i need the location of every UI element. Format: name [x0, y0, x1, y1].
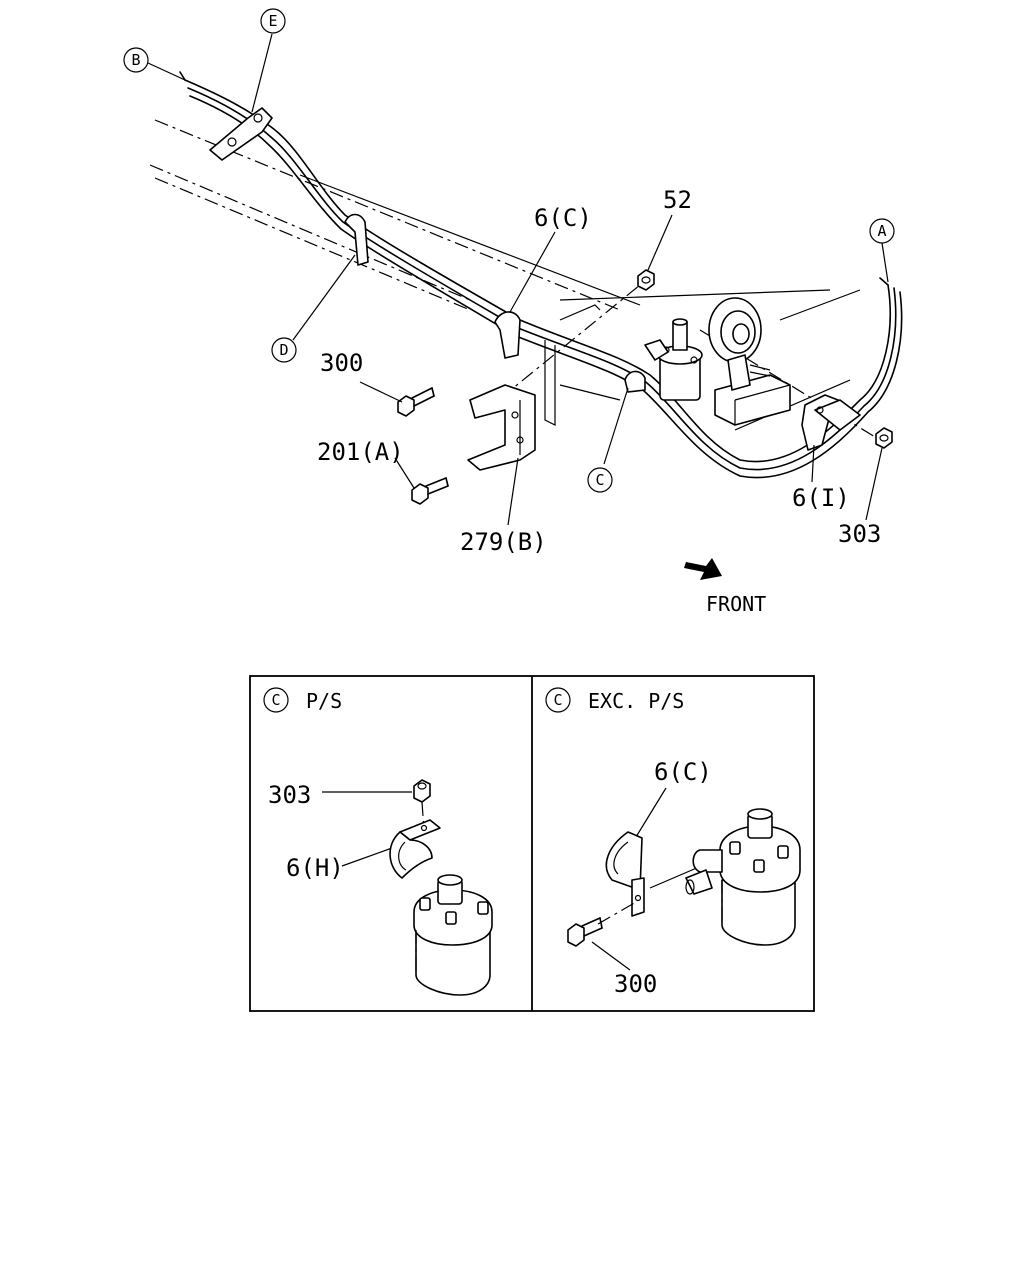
- label-part-201a: 201(A): [317, 438, 404, 466]
- leader-lines: [147, 33, 889, 526]
- clip-e: [209, 107, 273, 161]
- solenoid-valve: [644, 318, 703, 401]
- clip-c-main: [624, 370, 646, 393]
- svg-text:B: B: [131, 51, 140, 69]
- detail-left-nut: [413, 779, 431, 803]
- detail-right: C EXC. P/S 6(C) 300: [545, 687, 801, 998]
- detail-right-label-6c: 6(C): [654, 758, 712, 786]
- callout-d: D: [271, 337, 297, 363]
- callout-b: B: [123, 47, 149, 73]
- detail-left-clip-6h: [389, 819, 441, 879]
- detail-left-label-6h: 6(H): [286, 854, 344, 882]
- nut-303: [875, 427, 893, 449]
- label-part-6i: 6(I): [792, 484, 850, 512]
- arrow-right-down-icon: [684, 558, 722, 580]
- clip-d: [344, 213, 369, 266]
- detail-right-bolt: [567, 917, 603, 947]
- svg-text:C: C: [595, 471, 604, 489]
- svg-text:C: C: [271, 691, 280, 709]
- detail-left-label-303: 303: [268, 781, 311, 809]
- bolt-201a: [411, 477, 449, 505]
- svg-text:D: D: [279, 341, 288, 359]
- horn: [708, 297, 771, 391]
- front-label: FRONT: [706, 592, 766, 616]
- detail-box: [249, 675, 815, 1012]
- label-part-52: 52: [663, 186, 692, 214]
- svg-text:E: E: [268, 12, 277, 30]
- detail-left-callout: C: [263, 687, 289, 713]
- label-part-303: 303: [838, 520, 881, 548]
- detail-right-label-300: 300: [614, 970, 657, 998]
- air-tank-block: [714, 374, 791, 426]
- svg-text:A: A: [877, 222, 886, 240]
- bracket-plate: [544, 304, 601, 426]
- callout-c: C: [587, 467, 613, 493]
- label-part-6c: 6(C): [534, 204, 592, 232]
- detail-right-title: EXC. P/S: [588, 689, 684, 713]
- bolt-300: [397, 387, 435, 417]
- detail-left-solenoid: [413, 874, 493, 996]
- brake-pipes: [179, 71, 903, 479]
- label-part-279b: 279(B): [460, 528, 547, 556]
- bracket-279b: [467, 384, 536, 471]
- clip-6i: [801, 394, 861, 451]
- nut-52: [637, 269, 655, 291]
- detail-right-callout: C: [545, 687, 571, 713]
- callout-e: E: [260, 8, 286, 34]
- detail-left: C P/S 303 6(H): [263, 687, 493, 996]
- detail-right-solenoid: [685, 808, 801, 946]
- detail-right-clip-6c: [605, 831, 645, 917]
- callout-a: A: [869, 218, 895, 244]
- svg-text:C: C: [553, 691, 562, 709]
- clip-6c-main: [494, 311, 521, 359]
- detail-left-title: P/S: [306, 689, 342, 713]
- label-part-300: 300: [320, 349, 363, 377]
